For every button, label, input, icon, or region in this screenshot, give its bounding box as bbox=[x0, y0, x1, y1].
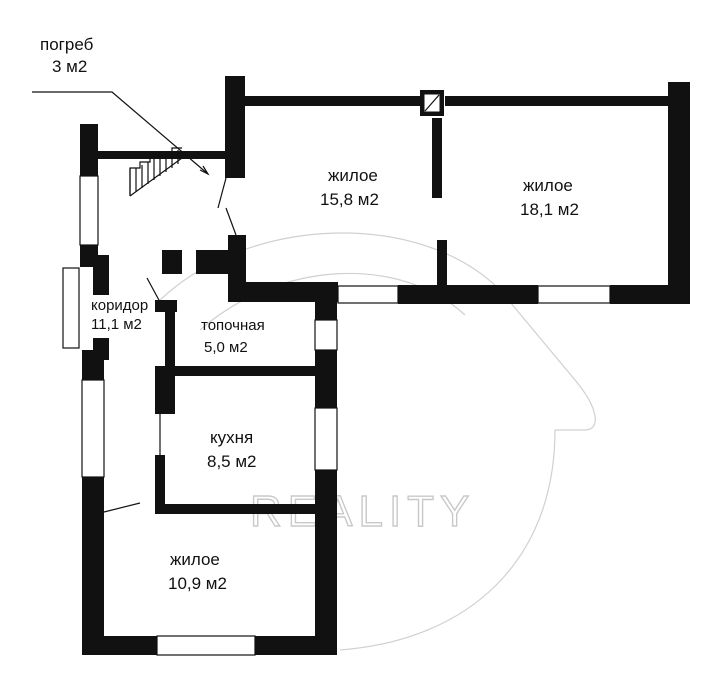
windows bbox=[62, 175, 611, 656]
corridor-name: коридор bbox=[91, 297, 148, 314]
window-living-bottom bbox=[156, 635, 256, 656]
boiler-name: топочная bbox=[201, 317, 265, 334]
window-kitchen bbox=[314, 407, 338, 471]
window-left-bottom bbox=[81, 379, 105, 478]
kitchen-name: кухня bbox=[210, 428, 253, 447]
window-living-right bbox=[537, 285, 611, 304]
living-right-area: 18,1 м2 bbox=[520, 200, 579, 219]
corridor-area: 11,1 м2 bbox=[91, 316, 142, 333]
window-corridor-left bbox=[62, 267, 80, 349]
living-center-name: жилое bbox=[328, 166, 378, 185]
window-living-center bbox=[337, 285, 399, 304]
living-bottom-area: 10,9 м2 bbox=[168, 574, 227, 593]
boiler-area: 5,0 м2 bbox=[204, 339, 248, 356]
window-boiler bbox=[314, 319, 338, 351]
living-center-area: 15,8 м2 bbox=[320, 190, 379, 209]
living-right-name: жилое bbox=[523, 176, 573, 195]
cellar-leader-line bbox=[32, 91, 210, 176]
window-corridor-top bbox=[79, 175, 99, 246]
door-boiler bbox=[146, 277, 161, 303]
room-labels: погреб 3 м2 жилое 15,8 м2 жилое 18,1 м2 … bbox=[40, 35, 579, 593]
doors bbox=[103, 177, 237, 513]
door-living-center-2 bbox=[225, 207, 237, 236]
living-bottom-name: жилое bbox=[170, 550, 220, 569]
vent-icon bbox=[420, 90, 444, 116]
kitchen-area: 8,5 м2 bbox=[207, 452, 257, 471]
walls bbox=[80, 76, 690, 655]
cellar-area: 3 м2 bbox=[52, 57, 87, 76]
door-living-center bbox=[217, 177, 227, 209]
stairs-icon bbox=[129, 147, 183, 197]
door-living-bottom bbox=[103, 502, 141, 513]
cellar-name: погреб bbox=[40, 35, 94, 54]
